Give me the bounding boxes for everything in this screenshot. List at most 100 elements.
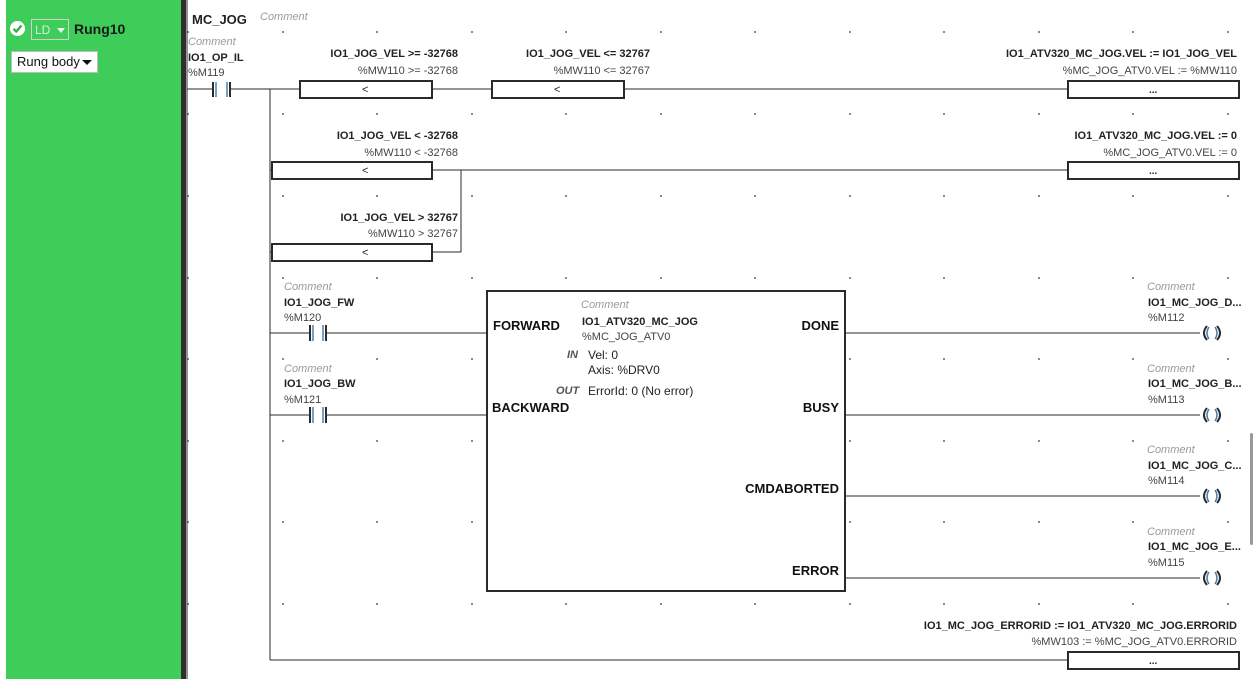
coil-cmdaborted-comment[interactable]: Comment bbox=[1147, 444, 1195, 456]
rung-sidebar bbox=[0, 0, 181, 679]
grid-dot bbox=[471, 521, 473, 523]
grid-dot bbox=[943, 358, 945, 360]
coil-error[interactable] bbox=[1199, 568, 1227, 588]
grid-dot bbox=[849, 521, 851, 523]
rung-body-select[interactable]: Rung body bbox=[11, 51, 98, 73]
contact-op-il[interactable] bbox=[205, 78, 237, 100]
grid-dot bbox=[376, 277, 378, 279]
grid-dot bbox=[1132, 113, 1134, 115]
contact-comment[interactable]: Comment bbox=[188, 36, 236, 48]
contact-jog-fw[interactable] bbox=[303, 322, 333, 344]
grid-dot bbox=[376, 31, 378, 33]
sidebar-edge bbox=[0, 0, 6, 679]
coil-error-comment[interactable]: Comment bbox=[1147, 526, 1195, 538]
rung-body-label: Rung body bbox=[17, 54, 80, 69]
language-label: LD bbox=[35, 23, 51, 37]
grid-dot bbox=[282, 113, 284, 115]
fb-pin-cmdaborted: CMDABORTED bbox=[745, 481, 839, 496]
grid-dot bbox=[565, 277, 567, 279]
grid-dot bbox=[660, 603, 662, 605]
language-dropdown[interactable]: LD bbox=[31, 19, 69, 40]
grid-dot bbox=[754, 603, 756, 605]
coil-error-name: IO1_MC_JOG_E... bbox=[1148, 541, 1241, 553]
operation-2-ellipsis[interactable]: ... bbox=[1149, 166, 1158, 177]
grid-dot bbox=[660, 31, 662, 33]
coil-done-name: IO1_MC_JOG_D... bbox=[1148, 297, 1242, 309]
coil-done[interactable] bbox=[1199, 323, 1227, 343]
grid-dot bbox=[471, 113, 473, 115]
coil-cmdaborted[interactable] bbox=[1199, 486, 1227, 506]
compare-3-operator[interactable]: < bbox=[362, 165, 369, 177]
grid-dot bbox=[376, 358, 378, 360]
grid-dot bbox=[849, 440, 851, 442]
grid-dot bbox=[376, 603, 378, 605]
compare-3-address: %MW110 < -32768 bbox=[364, 147, 458, 159]
grid-dot bbox=[754, 113, 756, 115]
grid-dot bbox=[282, 440, 284, 442]
contact-op-il-address: %M119 bbox=[188, 67, 225, 79]
grid-dot bbox=[1132, 603, 1134, 605]
compare-1-expression: IO1_JOG_VEL >= -32768 bbox=[330, 48, 458, 60]
grid-dot bbox=[849, 113, 851, 115]
compare-2-expression: IO1_JOG_VEL <= 32767 bbox=[526, 48, 650, 60]
chevron-down-icon bbox=[82, 60, 92, 65]
grid-dot bbox=[1038, 521, 1040, 523]
fb-out-errorid: ErrorId: 0 (No error) bbox=[588, 384, 694, 398]
contact-fw-comment[interactable]: Comment bbox=[284, 281, 332, 293]
grid-dot bbox=[849, 358, 851, 360]
contact-fw-address: %M120 bbox=[284, 312, 322, 324]
fb-pin-busy: BUSY bbox=[802, 400, 839, 415]
compare-3-expression: IO1_JOG_VEL < -32768 bbox=[336, 130, 458, 142]
grid-dot bbox=[1038, 31, 1040, 33]
grid-dot bbox=[187, 277, 189, 279]
grid-dot bbox=[471, 603, 473, 605]
compare-4-operator[interactable]: < bbox=[362, 247, 369, 259]
grid-dot bbox=[660, 277, 662, 279]
operation-1-ellipsis[interactable]: ... bbox=[1149, 85, 1158, 96]
grid-dot bbox=[943, 277, 945, 279]
grid-dot bbox=[1227, 113, 1229, 115]
grid-dot bbox=[282, 603, 284, 605]
vertical-scrollbar[interactable] bbox=[1250, 433, 1253, 545]
grid-dot bbox=[1038, 603, 1040, 605]
grid-dot bbox=[1038, 358, 1040, 360]
grid-dot bbox=[565, 195, 567, 197]
contact-bw-comment[interactable]: Comment bbox=[284, 363, 332, 375]
compare-block-1 bbox=[299, 80, 433, 99]
chevron-down-icon bbox=[57, 28, 65, 33]
grid-dot bbox=[1132, 440, 1134, 442]
operation-2-expression: IO1_ATV320_MC_JOG.VEL := 0 bbox=[1074, 130, 1237, 142]
fb-comment[interactable]: Comment bbox=[581, 299, 629, 311]
grid-dot bbox=[471, 31, 473, 33]
fb-pin-error: ERROR bbox=[792, 563, 839, 578]
grid-dot bbox=[282, 31, 284, 33]
sidebar-border bbox=[181, 0, 186, 679]
grid-dot bbox=[187, 31, 189, 33]
contact-jog-bw[interactable] bbox=[303, 404, 333, 426]
compare-1-address: %MW110 >= -32768 bbox=[357, 65, 458, 77]
compare-block-4 bbox=[271, 243, 433, 262]
rung-title: MC_JOG bbox=[192, 12, 247, 27]
grid-dot bbox=[282, 277, 284, 279]
operation-1-expression: IO1_ATV320_MC_JOG.VEL := IO1_JOG_VEL bbox=[1006, 48, 1237, 60]
grid-dot bbox=[849, 31, 851, 33]
grid-dot bbox=[187, 195, 189, 197]
grid-dot bbox=[565, 603, 567, 605]
grid-dot bbox=[471, 440, 473, 442]
grid-dot bbox=[565, 31, 567, 33]
fb-pin-forward: FORWARD bbox=[493, 318, 560, 333]
rung-title-comment[interactable]: Comment bbox=[260, 11, 308, 23]
grid-dot bbox=[376, 195, 378, 197]
compare-1-operator[interactable]: < bbox=[362, 84, 369, 96]
grid-dot bbox=[376, 521, 378, 523]
coil-busy[interactable] bbox=[1199, 405, 1227, 425]
grid-dot bbox=[943, 521, 945, 523]
coil-busy-comment[interactable]: Comment bbox=[1147, 363, 1195, 375]
grid-dot bbox=[282, 521, 284, 523]
compare-2-operator[interactable]: < bbox=[554, 84, 561, 96]
fb-instance-address: %MC_JOG_ATV0 bbox=[582, 331, 671, 343]
coil-done-comment[interactable]: Comment bbox=[1147, 281, 1195, 293]
operation-3-ellipsis[interactable]: ... bbox=[1149, 656, 1158, 667]
grid-dot bbox=[1132, 277, 1134, 279]
